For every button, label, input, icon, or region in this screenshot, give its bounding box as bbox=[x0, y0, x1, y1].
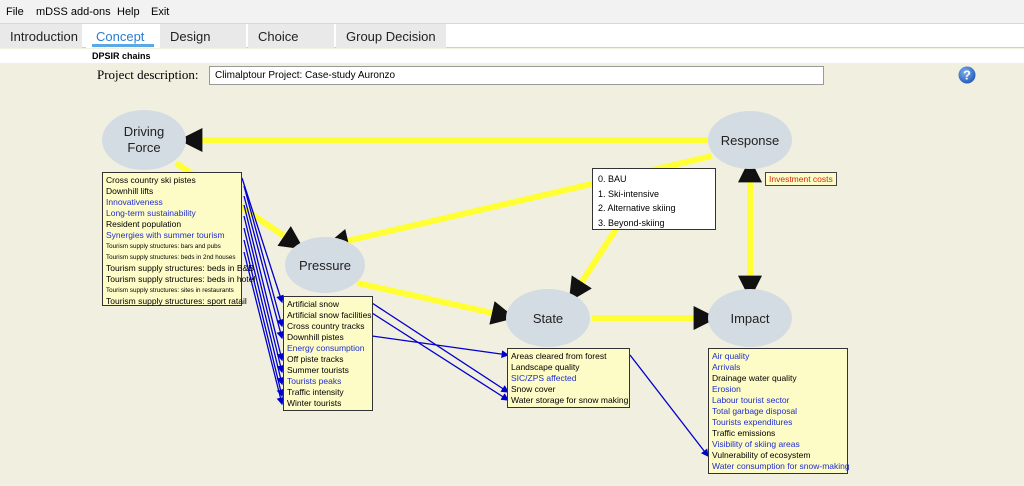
menu-mdss-addons[interactable]: mDSS add-ons bbox=[36, 6, 111, 18]
driving-force-item[interactable]: Downhill lifts bbox=[106, 186, 154, 196]
node-state-shape bbox=[506, 289, 590, 347]
state-indicator-list: Areas cleared from forest Landscape qual… bbox=[507, 348, 630, 408]
pressure-item[interactable]: Tourists peaks bbox=[287, 376, 342, 386]
link-df-pressure-7 bbox=[243, 239, 285, 398]
impact-indicator-list: Air quality Arrivals Drainage water qual… bbox=[708, 348, 850, 474]
node-response-shape bbox=[708, 111, 792, 169]
tab-introduction[interactable]: Introduction bbox=[0, 24, 82, 48]
pressure-item[interactable]: Downhill pistes bbox=[287, 332, 344, 342]
link-df-pressure-2 bbox=[243, 185, 285, 328]
link-df-pressure-1 bbox=[241, 177, 284, 304]
link-df-pressure-8 bbox=[243, 251, 285, 406]
impact-item[interactable]: Arrivals bbox=[712, 362, 741, 372]
menu-file[interactable]: File bbox=[6, 6, 24, 18]
state-item[interactable]: SIC/ZPS affected bbox=[511, 373, 577, 383]
tab-bar: Introduction Concept Design Choice Group… bbox=[0, 24, 1024, 48]
tab-group-decision[interactable]: Group Decision bbox=[336, 24, 446, 48]
driving-force-item[interactable]: Tourism supply structures: beds in 2nd h… bbox=[106, 254, 236, 261]
tab-choice[interactable]: Choice bbox=[248, 24, 334, 48]
state-item[interactable]: Water storage for snow making bbox=[511, 395, 629, 405]
node-state[interactable]: State bbox=[532, 310, 564, 326]
driving-force-item[interactable]: Cross country ski pistes bbox=[106, 175, 196, 185]
node-pressure-shape bbox=[285, 237, 365, 293]
response-option[interactable]: 3. Beyond-skiing bbox=[598, 217, 665, 228]
impact-item[interactable]: Erosion bbox=[712, 384, 741, 394]
node-driving-force-shape bbox=[102, 110, 186, 170]
driving-force-item[interactable]: Tourism supply structures: bars and pubs bbox=[106, 243, 221, 250]
section-header: DPSIR chains bbox=[0, 49, 1024, 63]
driving-force-item[interactable]: Tourism supply structures: sites in rest… bbox=[106, 287, 234, 294]
pressure-item[interactable]: Summer tourists bbox=[287, 365, 349, 375]
node-pressure[interactable]: Pressure bbox=[298, 257, 352, 273]
project-description-input[interactable] bbox=[209, 66, 824, 85]
pressure-indicator-list: Artificial snow Artificial snow faciliti… bbox=[283, 296, 373, 411]
pressure-item[interactable]: Off piste tracks bbox=[287, 354, 344, 364]
state-item[interactable]: Landscape quality bbox=[511, 362, 580, 372]
arrow-pressure-state bbox=[356, 280, 516, 325]
impact-item[interactable]: Tourists expenditures bbox=[712, 417, 793, 427]
link-state-impact bbox=[629, 354, 709, 458]
link-pressure-state-2 bbox=[371, 312, 510, 401]
driving-force-item[interactable]: Tourism supply structures: beds in hotel bbox=[106, 274, 256, 284]
driving-force-item[interactable]: Innovativeness bbox=[106, 197, 163, 207]
section-title: DPSIR chains bbox=[92, 51, 151, 61]
node-impact[interactable]: Impact bbox=[730, 310, 770, 326]
impact-item[interactable]: Drainage water quality bbox=[712, 373, 797, 383]
driving-force-item[interactable]: Long-term sustainability bbox=[106, 208, 196, 218]
driving-force-item[interactable]: Synergies with summer tourism bbox=[106, 230, 225, 240]
response-cost-indicator[interactable]: Investment costs bbox=[765, 172, 837, 186]
link-pressure-state-1 bbox=[371, 302, 510, 393]
question-icon[interactable]: ? bbox=[958, 66, 976, 84]
impact-item[interactable]: Traffic emissions bbox=[712, 428, 776, 438]
pressure-item[interactable]: Winter tourists bbox=[287, 398, 342, 408]
menu-bar: File mDSS add-ons Help Exit bbox=[0, 0, 1024, 24]
state-item[interactable]: Areas cleared from forest bbox=[511, 351, 607, 361]
impact-item[interactable]: Total garbage disposal bbox=[712, 406, 798, 416]
impact-item[interactable]: Vulnerability of ecosystem bbox=[712, 450, 811, 460]
impact-item[interactable]: Air quality bbox=[712, 351, 750, 361]
pressure-item[interactable]: Artificial snow facilities bbox=[287, 310, 372, 320]
driving-force-indicator-list: Cross country ski pistes Downhill lifts … bbox=[102, 172, 256, 306]
link-df-pressure-6 bbox=[243, 227, 285, 386]
response-option[interactable]: 1. Ski-intensive bbox=[598, 188, 660, 199]
driving-force-item[interactable]: Tourism supply structures: sport ratail bbox=[106, 296, 247, 306]
response-option[interactable]: 0. BAU bbox=[598, 174, 627, 184]
project-label: Project description: bbox=[97, 67, 199, 82]
response-option[interactable]: 2. Alternative skiing bbox=[598, 203, 676, 213]
tab-design[interactable]: Design bbox=[160, 24, 246, 48]
link-df-pressure-4 bbox=[243, 204, 285, 362]
pressure-item[interactable]: Traffic intensity bbox=[287, 387, 344, 397]
menu-exit[interactable]: Exit bbox=[151, 6, 170, 18]
menu-help[interactable]: Help bbox=[117, 6, 140, 18]
impact-item[interactable]: Water consumption for snow-making bbox=[712, 461, 850, 471]
link-pressure-state-3 bbox=[371, 335, 510, 358]
tab-concept[interactable]: Concept bbox=[86, 24, 160, 48]
node-impact-shape bbox=[708, 289, 792, 347]
impact-item[interactable]: Labour tourist sector bbox=[712, 395, 790, 405]
impact-item[interactable]: Visibility of skiing areas bbox=[712, 439, 800, 449]
link-df-pressure-5 bbox=[243, 215, 285, 374]
node-response[interactable]: Response bbox=[720, 132, 780, 148]
state-item[interactable]: Snow cover bbox=[511, 384, 556, 394]
pressure-item[interactable]: Artificial snow bbox=[287, 299, 339, 309]
response-options-list: 0. BAU 1. Ski-intensive 2. Alternative s… bbox=[592, 168, 716, 230]
link-df-pressure-3 bbox=[243, 195, 285, 340]
pressure-item[interactable]: Energy consumption bbox=[287, 343, 365, 353]
driving-force-item[interactable]: Tourism supply structures: beds in B&B bbox=[106, 263, 254, 273]
svg-text:?: ? bbox=[963, 68, 971, 83]
pressure-item[interactable]: Cross country tracks bbox=[287, 321, 365, 331]
node-driving-force[interactable]: Driving Force bbox=[123, 124, 165, 155]
driving-force-item[interactable]: Resident population bbox=[106, 219, 182, 229]
